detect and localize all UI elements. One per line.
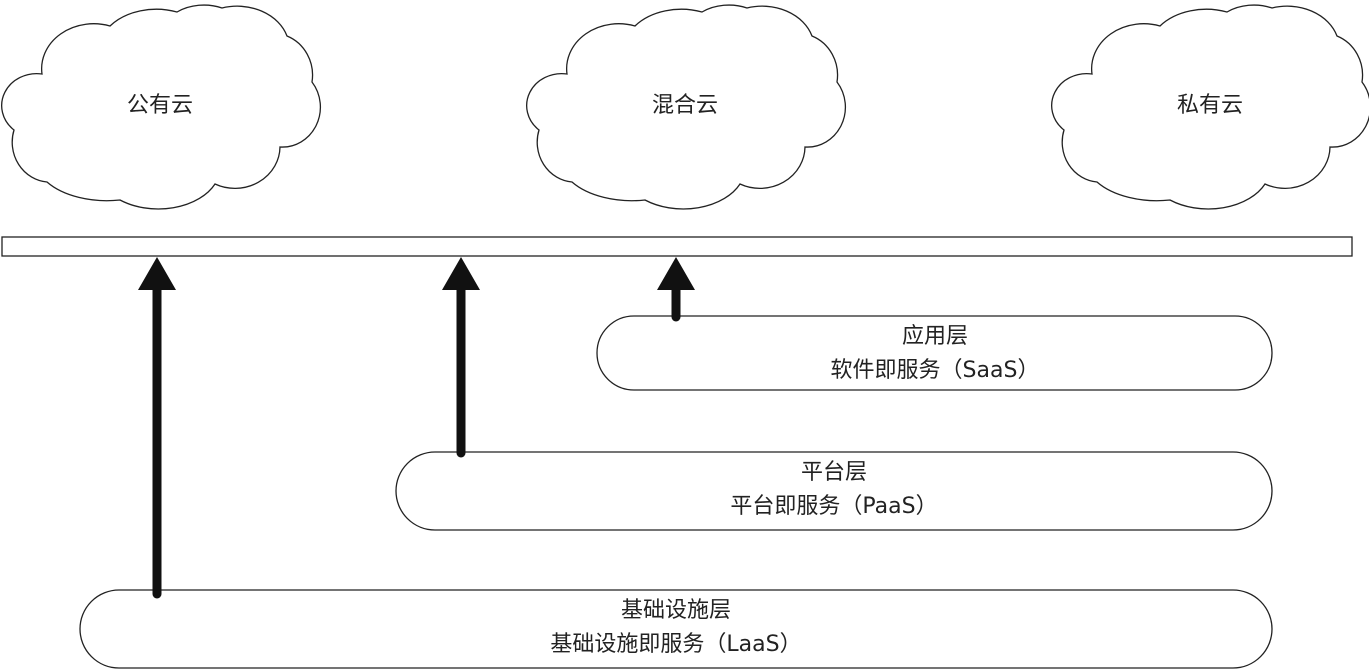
paas-subtitle: 平台即服务（PaaS）	[730, 494, 938, 519]
paas-arrow-head	[442, 257, 480, 290]
iaas-subtitle: 基础设施即服务（LaaS）	[550, 632, 802, 657]
iaas-title: 基础设施层	[620, 598, 731, 623]
cloud-public-label: 公有云	[126, 93, 194, 118]
saas-label: 应用层 软件即服务（SaaS）	[831, 320, 1040, 388]
paas-layer	[395, 451, 1273, 531]
iaas-layer	[79, 589, 1273, 669]
cloud-hybrid-label: 混合云	[651, 93, 719, 118]
paas-label: 平台层 平台即服务（PaaS）	[730, 456, 937, 524]
cloud-platform-bar	[1, 236, 1353, 257]
iaas-label: 基础设施层 基础设施即服务（LaaS）	[550, 594, 801, 662]
saas-arrow-head	[657, 257, 695, 290]
cloud-private-label: 私有云	[1176, 93, 1244, 118]
saas-subtitle: 软件即服务（SaaS）	[830, 358, 1040, 383]
saas-layer	[596, 315, 1273, 391]
paas-title: 平台层	[800, 460, 867, 485]
iaas-arrow-head	[138, 257, 176, 290]
saas-title: 应用层	[901, 324, 968, 349]
